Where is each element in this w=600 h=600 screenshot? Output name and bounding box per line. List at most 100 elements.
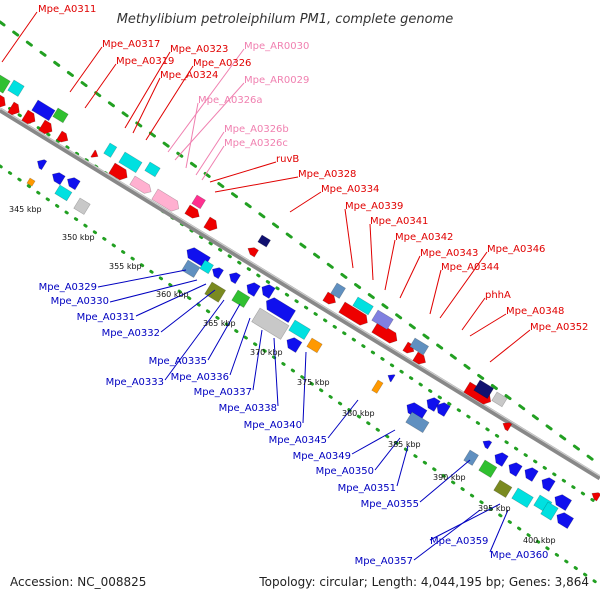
leader-line (399, 255, 421, 299)
forward-gene-label[interactable]: Mpe_A0334 (321, 184, 379, 195)
reverse-gene-label[interactable]: Mpe_A0330 (51, 296, 109, 307)
leader-line (229, 317, 251, 376)
feature-block-40 (26, 177, 36, 187)
reverse-gene-label[interactable]: Mpe_A0331 (77, 312, 135, 323)
feature-block-6 (108, 162, 128, 181)
leader-line (195, 131, 225, 176)
feature-block-48 (246, 282, 261, 297)
reverse-gene-label[interactable]: Mpe_A0338 (219, 403, 277, 414)
leader-line (185, 102, 199, 169)
leader-line (369, 223, 374, 281)
feature-block-49 (261, 284, 276, 299)
reverse-gene-label[interactable]: Mpe_A0351 (338, 483, 396, 494)
rna-gene-label[interactable]: Mpe_A0326c (224, 138, 288, 149)
feature-block-26 (144, 161, 161, 178)
feature-block-55 (371, 379, 384, 394)
forward-gene-label[interactable]: Mpe_A0352 (530, 322, 588, 333)
feature-block-19 (591, 492, 600, 502)
leader-line (167, 48, 245, 153)
rna-gene-label[interactable]: Mpe_AR0030 (244, 41, 309, 52)
tick-label: 400 kbp (523, 536, 556, 545)
feature-block-60 (436, 402, 451, 417)
topology-text: Topology: circular; Length: 4,044,195 bp… (258, 575, 589, 589)
forward-gene-label[interactable]: Mpe_A0319 (116, 56, 174, 67)
tick-label: 390 kbp (433, 473, 466, 482)
forward-gene-label[interactable]: Mpe_A0343 (420, 248, 478, 259)
feature-block-27 (191, 194, 206, 210)
feature-block-64 (494, 452, 509, 467)
feature-block-37 (67, 177, 81, 191)
leader-line (164, 299, 225, 381)
reverse-gene-label[interactable]: Mpe_A0345 (269, 435, 327, 446)
feature-block-54 (306, 337, 323, 354)
reverse-gene-label[interactable]: Mpe_A0333 (106, 377, 164, 388)
feature-block-20 (0, 74, 11, 94)
feature-block-65 (508, 462, 523, 477)
feature-block-69 (511, 487, 534, 509)
tick-label: 355 kbp (109, 262, 142, 271)
feature-block-12 (322, 291, 336, 305)
forward-gene-label[interactable]: Mpe_A0326 (193, 58, 251, 69)
feature-block-36 (52, 172, 66, 186)
feature-block-62 (482, 440, 493, 450)
feature-block-38 (54, 184, 73, 202)
leader-line (160, 289, 216, 333)
leader-line (351, 429, 396, 455)
feature-block-35 (37, 159, 48, 171)
leader-line (201, 145, 225, 181)
rna-gene-label[interactable]: Mpe_A0326b (224, 124, 289, 135)
reverse-gene-label[interactable]: Mpe_A0332 (102, 328, 160, 339)
feature-block-16 (412, 351, 426, 365)
rna-gene-label[interactable]: Mpe_A0326a (198, 95, 263, 106)
forward-gene-label[interactable]: Mpe_A0323 (170, 44, 228, 55)
rna-gene-label[interactable]: Mpe_AR0029 (244, 75, 309, 86)
reverse-gene-label[interactable]: Mpe_A0359 (430, 536, 488, 547)
feature-block-25 (118, 151, 143, 174)
leader-line (461, 297, 486, 331)
leader-line (207, 303, 241, 361)
forward-gene-label[interactable]: Mpe_A0342 (395, 232, 453, 243)
leader-line (109, 279, 198, 303)
reverse-gene-label[interactable]: Mpe_A0336 (171, 372, 229, 383)
forward-gene-label[interactable]: ruvB (276, 154, 299, 165)
reverse-gene-label[interactable]: Mpe_A0350 (316, 466, 374, 477)
leader-line (135, 283, 207, 317)
reverse-gene-label[interactable]: Mpe_A0360 (490, 550, 548, 561)
leader-line (489, 329, 531, 363)
feature-block-24 (103, 142, 118, 158)
leader-line (302, 351, 307, 424)
forward-gene-label[interactable]: Mpe_A0311 (38, 4, 96, 15)
feature-block-73 (540, 501, 559, 521)
leader-line (209, 161, 277, 183)
reverse-gene-label[interactable]: Mpe_A0340 (244, 420, 302, 431)
forward-gene-label[interactable]: Mpe_A0341 (370, 216, 428, 227)
reverse-gene-label[interactable]: Mpe_A0337 (194, 387, 252, 398)
reverse-gene-label[interactable]: Mpe_A0329 (39, 282, 97, 293)
forward-gene-label[interactable]: Mpe_A0344 (441, 262, 499, 273)
leader-line (429, 503, 501, 541)
feature-block-50 (266, 297, 296, 324)
feature-block-53 (286, 337, 303, 353)
forward-gene-label[interactable]: Mpe_A0339 (345, 201, 403, 212)
forward-gene-label[interactable]: Mpe_A0328 (298, 169, 356, 180)
leader-line (145, 65, 194, 141)
reverse-gene-label[interactable]: Mpe_A0357 (355, 556, 413, 567)
leader-line (396, 445, 409, 487)
leader-line (413, 509, 481, 561)
leader-line (289, 191, 322, 213)
feature-block-9 (184, 204, 200, 219)
reverse-gene-label[interactable]: Mpe_A0349 (293, 451, 351, 462)
forward-gene-label[interactable]: Mpe_A0346 (487, 244, 545, 255)
forward-gene-label[interactable]: phhA (485, 290, 511, 301)
forward-gene-label[interactable]: Mpe_A0324 (160, 70, 218, 81)
feature-block-5 (90, 149, 99, 158)
feature-block-46 (204, 281, 227, 303)
feature-block-39 (73, 197, 91, 215)
forward-gene-label[interactable]: Mpe_A0348 (506, 306, 564, 317)
reverse-gene-label[interactable]: Mpe_A0355 (361, 499, 419, 510)
inner-bottom-dotted-line (0, 164, 600, 587)
reverse-gene-label[interactable]: Mpe_A0335 (149, 356, 207, 367)
forward-gene-label[interactable]: Mpe_A0317 (102, 39, 160, 50)
feature-block-42 (181, 259, 201, 278)
